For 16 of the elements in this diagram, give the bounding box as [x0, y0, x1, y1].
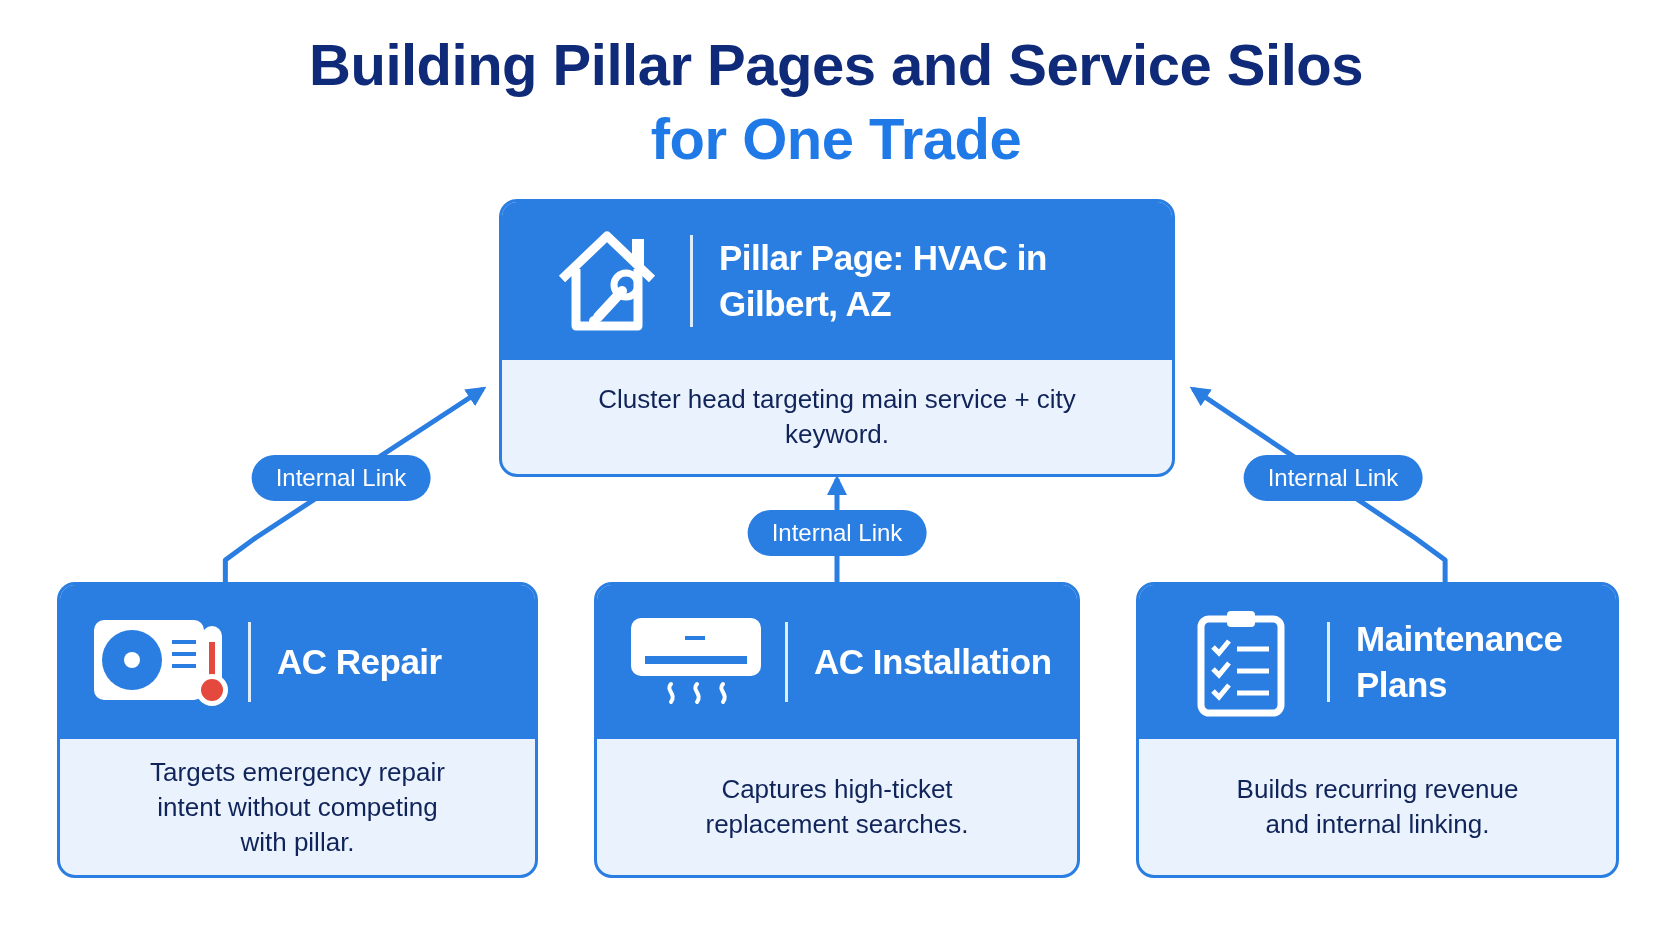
edge-label: Internal Link — [251, 455, 431, 501]
card — [594, 582, 1080, 878]
card-title: AC Installation — [814, 641, 1052, 683]
title: Building Pillar Pages and Service Silos for One Trade — [308, 31, 1364, 173]
card-title: Pillar Page: HVAC in Gilbert, AZ — [719, 237, 1048, 325]
edge-label: Internal Link — [1243, 455, 1423, 501]
card-title: Maintenance Plans — [1356, 618, 1564, 706]
card-description: Builds recurring revenue and internal linking. — [1235, 773, 1520, 841]
card-title: AC Repair — [277, 641, 442, 683]
card — [499, 199, 1175, 477]
edge-label: Internal Link — [747, 510, 927, 556]
card — [57, 582, 538, 878]
card — [1136, 582, 1619, 878]
card-description: Targets emergency repair intent without competing with pillar. — [149, 755, 446, 859]
card-description: Cluster head targeting main service + city keyword. — [597, 383, 1077, 451]
card-description: Captures high-ticket replacement searches. — [704, 773, 970, 841]
